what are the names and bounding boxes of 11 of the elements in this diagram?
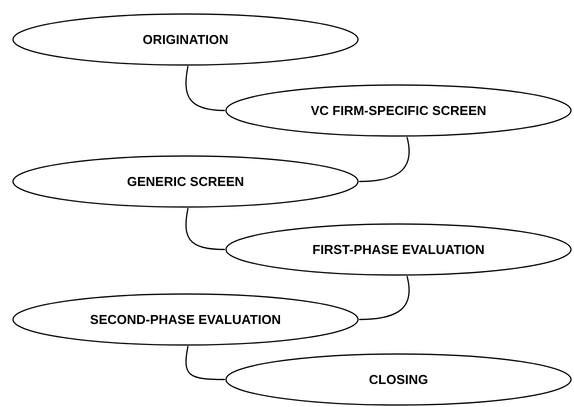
node-label: FIRST-PHASE EVALUATION — [312, 242, 485, 257]
node-label: SECOND-PHASE EVALUATION — [90, 312, 281, 327]
connector-line — [185, 66, 226, 112]
node-label: VC FIRM-SPECIFIC SCREEN — [310, 103, 486, 118]
connector-line — [185, 346, 225, 380]
node-label: GENERIC SCREEN — [126, 174, 244, 189]
connector-line — [358, 276, 410, 320]
connector-line — [358, 136, 410, 182]
node-label: CLOSING — [368, 372, 428, 387]
connector-line — [185, 208, 226, 250]
node-label: ORIGINATION — [142, 32, 228, 47]
